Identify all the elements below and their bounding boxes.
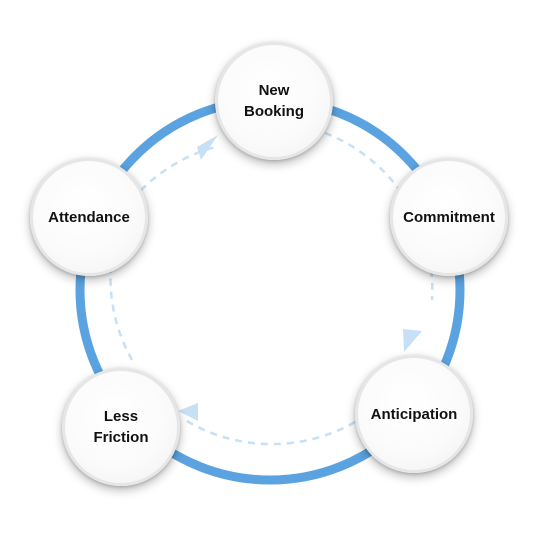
flow-arc-friction-attendance [109,254,134,361]
node-commitment: Commitment [390,158,508,276]
node-label: Less Friction [93,408,149,446]
node-less-friction: Less Friction [62,368,180,486]
flow-arrowheads [178,135,422,421]
node-attendance: Attendance [30,158,148,276]
arrow-head-icon [197,135,218,160]
flow-arc-anticipation-friction [184,418,356,446]
node-anticipation: Anticipation [355,355,473,473]
node-label: Anticipation [370,405,458,423]
node-label: Commitment [403,208,495,226]
arrow-head-icon [403,329,422,352]
node-label: Attendance [48,208,130,226]
arrow-head-icon [178,403,198,421]
node-label: New Booking [244,82,304,120]
node-new-booking: New Booking [215,42,333,160]
